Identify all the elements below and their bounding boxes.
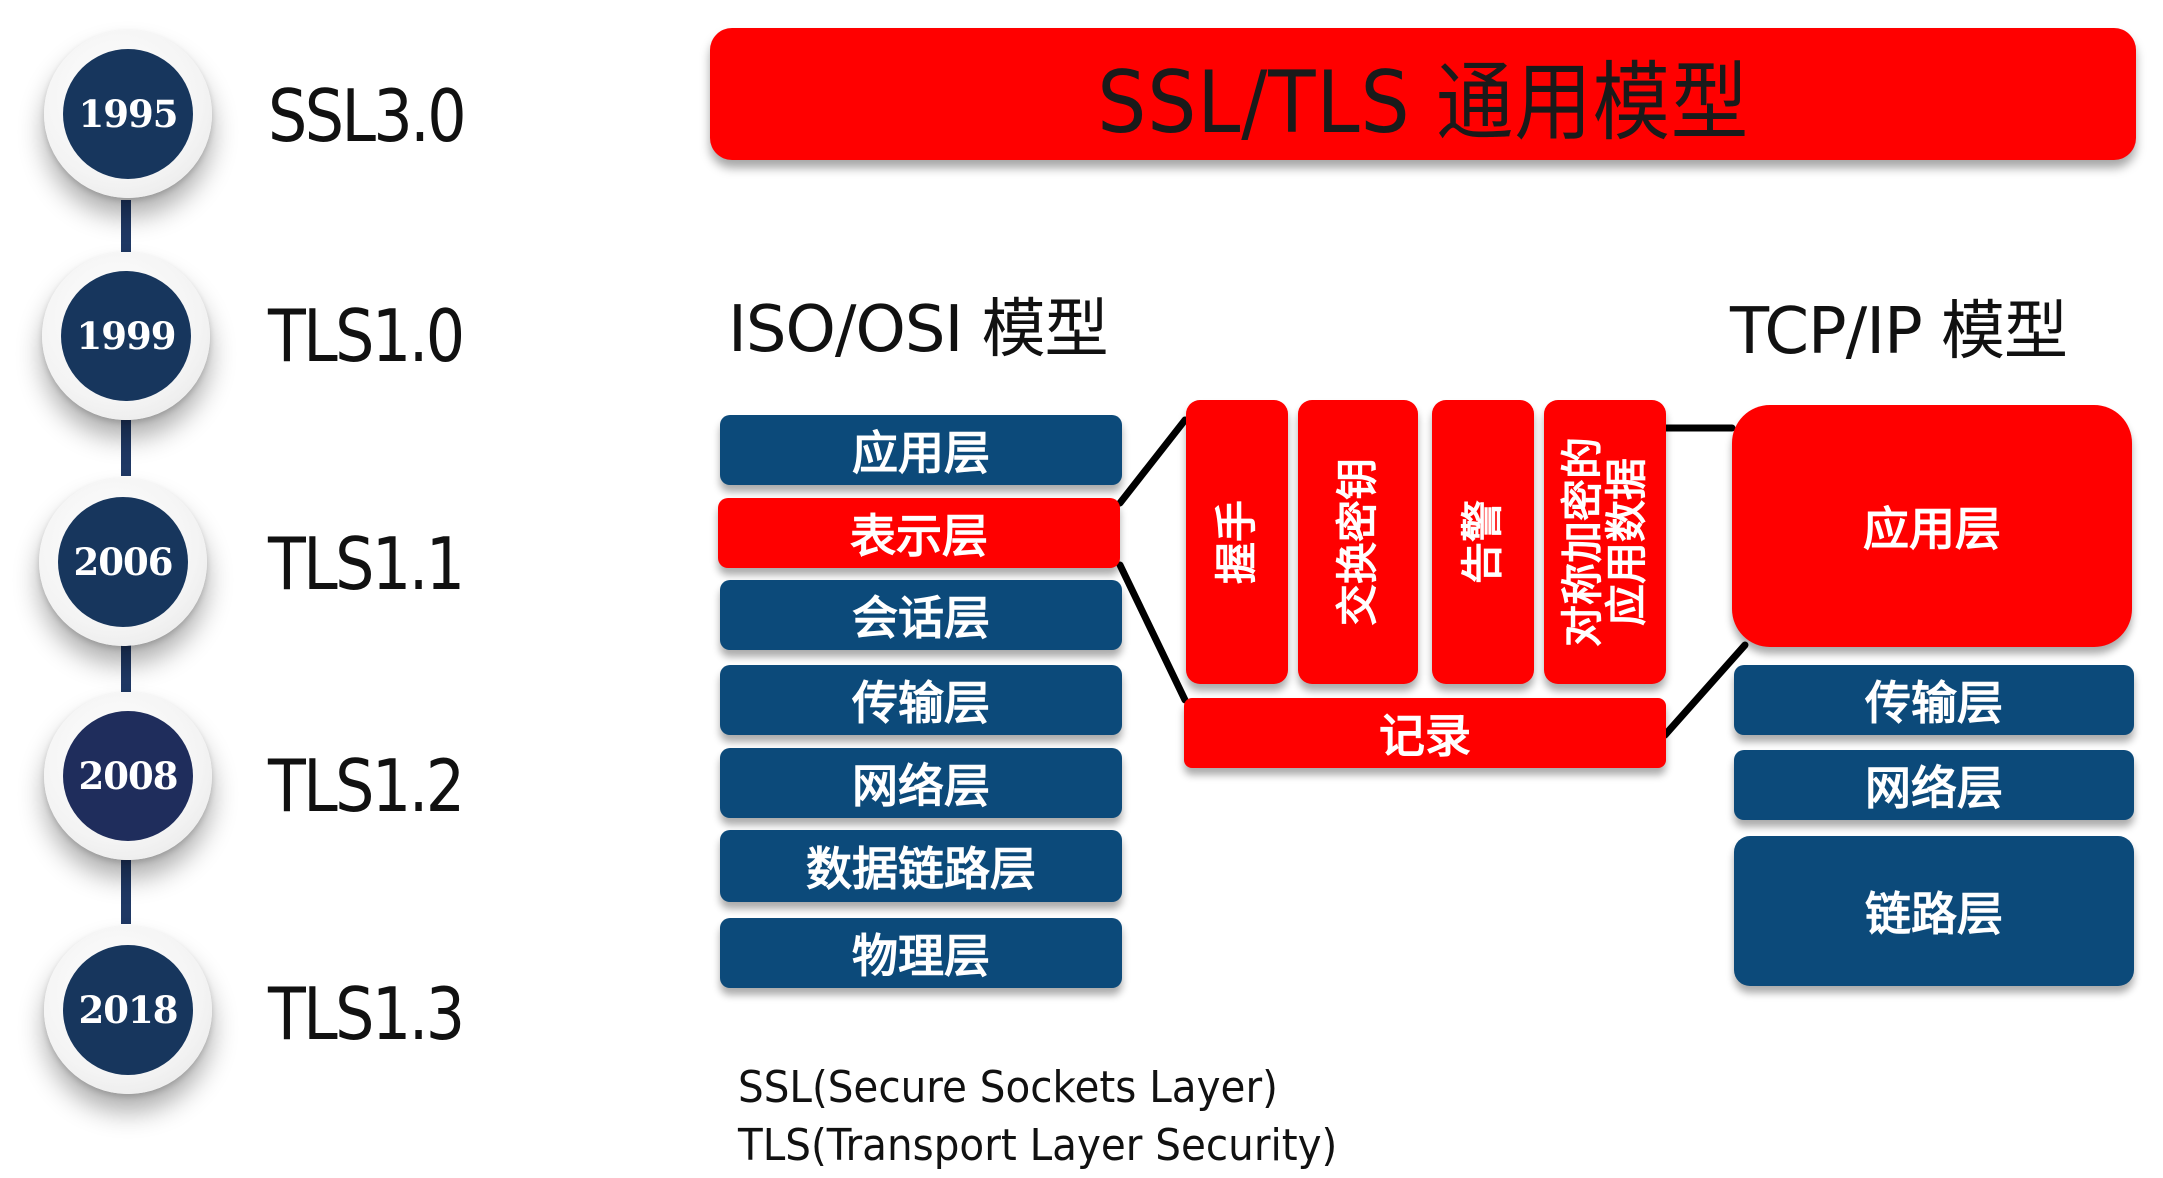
ssl-alert-box: 告警 <box>1432 400 1534 684</box>
year-badge: 2006 <box>39 478 207 646</box>
year-badge: 2018 <box>44 926 212 1094</box>
ssl-app-data-line-2: 应用数据 <box>1602 457 1651 627</box>
version-label: TLS1.2 <box>268 744 465 828</box>
timeline-line <box>121 642 131 692</box>
tcpip-layer-transport: 传输层 <box>1734 665 2134 735</box>
year-label: 2008 <box>63 711 193 841</box>
year-label: 1999 <box>61 271 191 401</box>
connector-presentation-top <box>1116 416 1189 507</box>
tcpip-model-title: TCP/IP 模型 <box>1730 295 2068 369</box>
osi-layer-datalink: 数据链路层 <box>720 830 1122 902</box>
ssl-app-data-line-1: 对称加密的 <box>1557 436 1607 648</box>
year-label: 2018 <box>63 945 193 1075</box>
year-label: 2006 <box>58 497 188 627</box>
version-label: TLS1.3 <box>268 972 465 1056</box>
footnote-ssl: SSL(Secure Sockets Layer) <box>738 1062 1278 1113</box>
osi-layer-physical: 物理层 <box>720 918 1122 988</box>
tcpip-layer-application: 应用层 <box>1732 405 2132 647</box>
version-label: TLS1.1 <box>268 522 465 606</box>
osi-layer-application: 应用层 <box>720 415 1122 485</box>
ssl-alert-label: 告警 <box>1457 499 1507 585</box>
connector-app-bottom <box>1661 641 1749 739</box>
osi-layer-transport: 传输层 <box>720 665 1122 735</box>
ssl-app-data-label: 对称加密的 应用数据 <box>1557 436 1651 648</box>
title-banner: SSL/TLS 通用模型 <box>710 28 2136 160</box>
timeline-line <box>121 420 131 476</box>
connector-presentation-bottom <box>1116 561 1189 704</box>
osi-layer-presentation: 表示层 <box>718 498 1120 568</box>
version-label: SSL3.0 <box>268 74 467 158</box>
osi-layer-network: 网络层 <box>720 748 1122 818</box>
tcpip-layer-network: 网络层 <box>1734 750 2134 820</box>
ssl-app-data-box: 对称加密的 应用数据 <box>1544 400 1666 684</box>
osi-layer-session: 会话层 <box>720 580 1122 650</box>
ssl-handshake-box: 握手 <box>1186 400 1288 684</box>
ssl-key-exchange-box: 交换密钥 <box>1298 400 1418 684</box>
timeline-line <box>121 200 131 252</box>
ssl-key-exchange-label: 交换密钥 <box>1332 457 1382 627</box>
year-badge: 2008 <box>44 692 212 860</box>
timeline-line <box>121 860 131 924</box>
footnote-tls: TLS(Transport Layer Security) <box>738 1120 1338 1171</box>
osi-model-title: ISO/OSI 模型 <box>728 293 1109 367</box>
version-label: TLS1.0 <box>268 294 465 378</box>
year-badge: 1995 <box>44 30 212 198</box>
ssl-handshake-label: 握手 <box>1211 499 1261 585</box>
year-badge: 1999 <box>42 252 210 420</box>
ssl-record-box: 记录 <box>1184 698 1666 768</box>
tcpip-layer-link: 链路层 <box>1734 836 2134 986</box>
year-label: 1995 <box>63 49 193 179</box>
banner-title: SSL/TLS 通用模型 <box>1096 52 1749 153</box>
